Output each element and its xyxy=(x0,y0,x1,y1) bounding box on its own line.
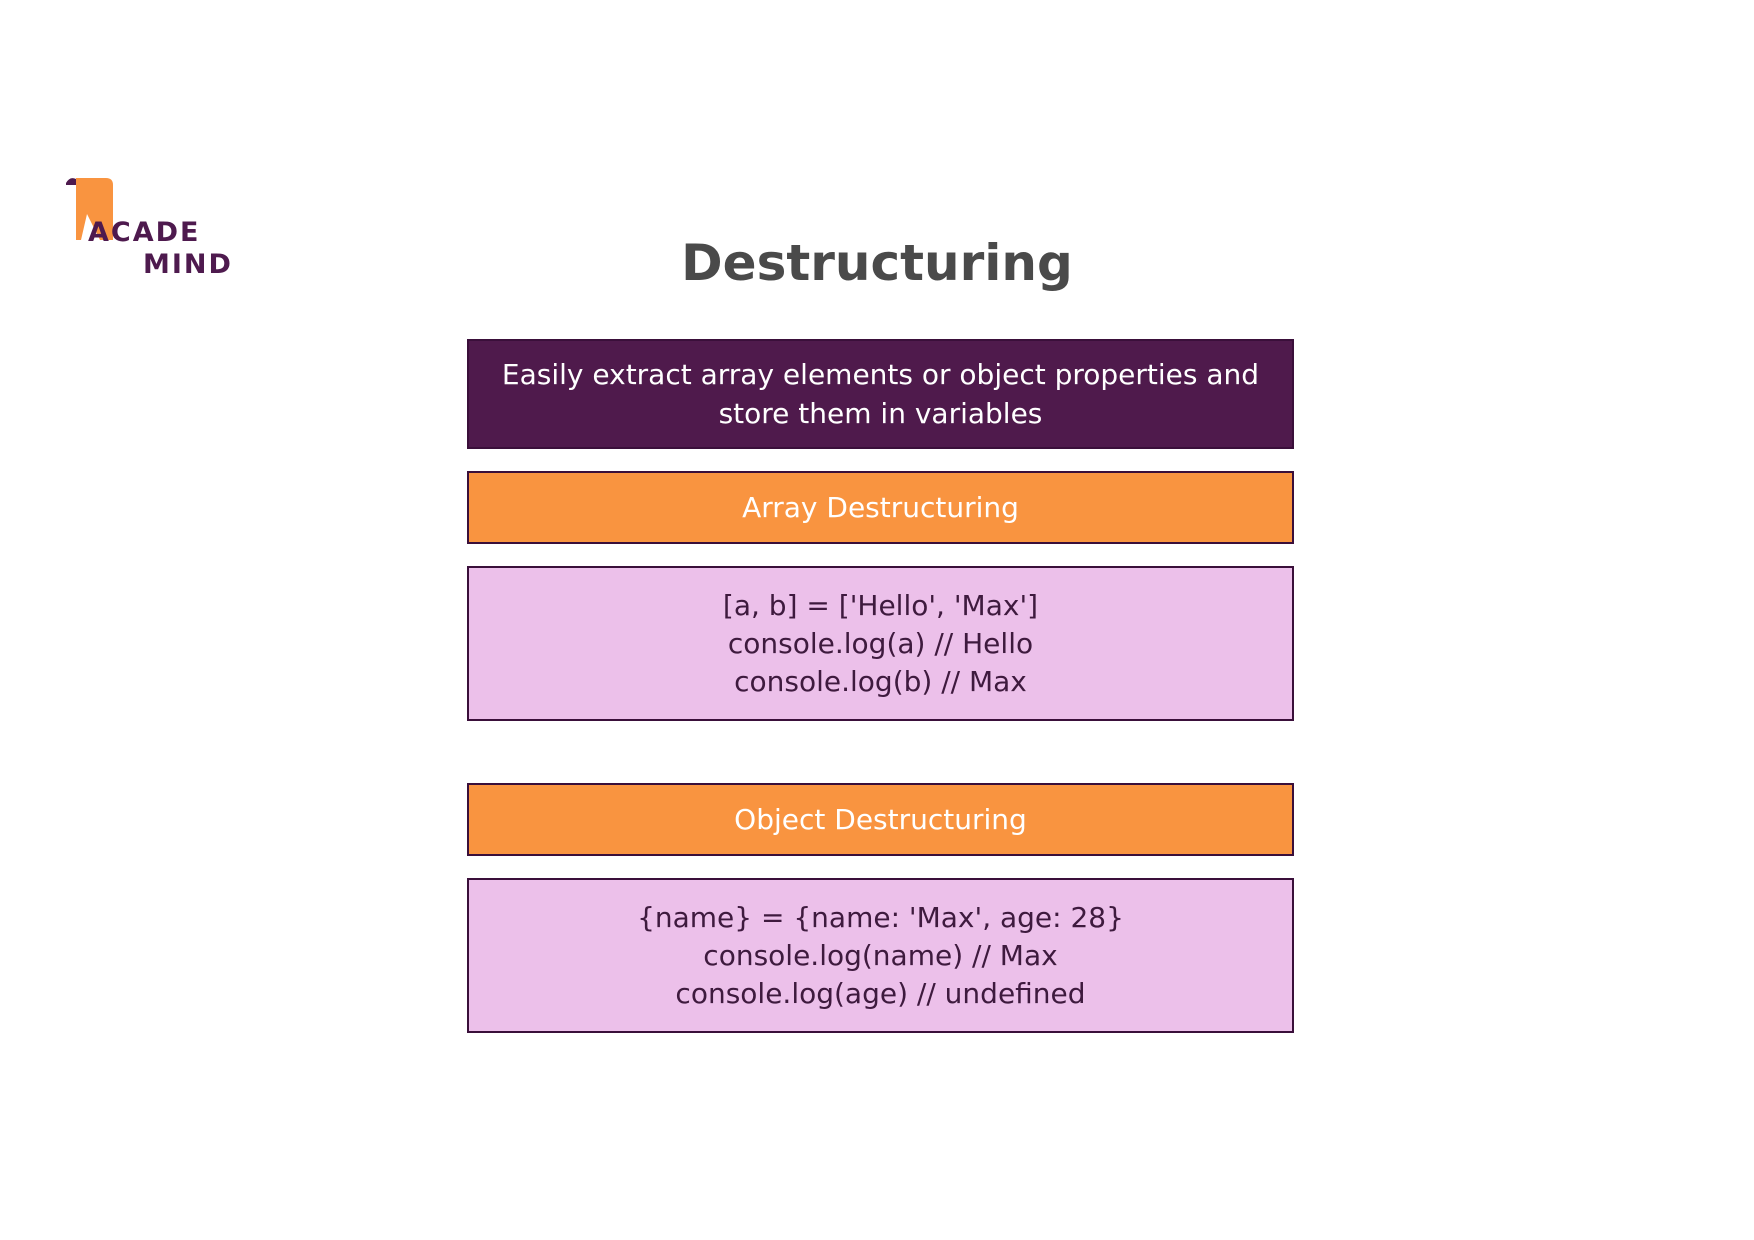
academind-logo: ACADE MIND xyxy=(64,176,244,280)
object-heading-label: Object Destructuring xyxy=(734,803,1027,836)
code-line: console.log(name) // Max xyxy=(703,938,1058,972)
array-heading-label: Array Destructuring xyxy=(742,491,1019,524)
logo-text-line1: ACADE xyxy=(88,217,201,248)
object-destructuring-heading: Object Destructuring xyxy=(467,783,1294,856)
object-code-box: {name} = {name: 'Max', age: 28} console.… xyxy=(467,878,1294,1033)
page-title: Destructuring xyxy=(681,234,1073,292)
intro-text: Easily extract array elements or object … xyxy=(501,358,1260,430)
code-line: console.log(age) // undefined xyxy=(675,976,1086,1010)
code-line: [a, b] = ['Hello', 'Max'] xyxy=(722,588,1039,622)
code-line: console.log(b) // Max xyxy=(734,664,1027,698)
intro-box: Easily extract array elements or object … xyxy=(467,339,1294,449)
logo-mark-icon xyxy=(66,178,113,240)
array-code-box: [a, b] = ['Hello', 'Max'] console.log(a)… xyxy=(467,566,1294,721)
code-line: {name} = {name: 'Max', age: 28} xyxy=(637,900,1124,934)
array-destructuring-heading: Array Destructuring xyxy=(467,471,1294,544)
code-line: console.log(a) // Hello xyxy=(727,626,1034,660)
logo-text-line2: MIND xyxy=(143,249,233,280)
